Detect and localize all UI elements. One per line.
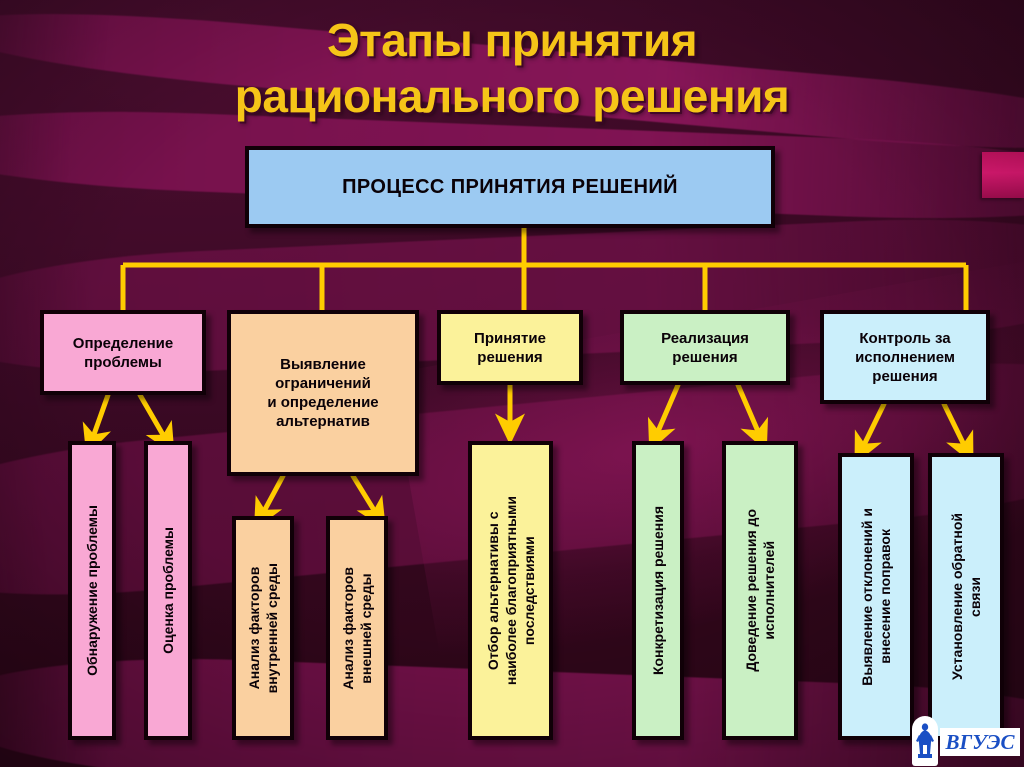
stage-box-decision-making[interactable]: Принятие решения [437, 310, 583, 385]
root-box-label: ПРОЦЕСС ПРИНЯТИЯ РЕШЕНИЙ [342, 175, 678, 198]
leaf-box-label: Отбор альтернативы с наиболее благоприят… [484, 495, 537, 686]
root-box-decision-process[interactable]: ПРОЦЕСС ПРИНЯТИЯ РЕШЕНИЙ [245, 146, 775, 228]
leaf-box-alternative-selection[interactable]: Отбор альтернативы с наиболее благоприят… [468, 441, 553, 740]
stage-box-problem-definition[interactable]: Определение проблемы [40, 310, 206, 395]
leaf-box-label: Доведение решения до исполнителей [743, 509, 777, 672]
leaf-box-decision-specification[interactable]: Конкретизация решения [632, 441, 684, 740]
university-logo: ВГУЭС [912, 716, 1020, 766]
statue-icon [916, 723, 934, 758]
leaf-box-label: Анализ факторов внешней среды [340, 566, 374, 690]
stage-box-label: Выявление ограничений и определение альт… [267, 356, 379, 430]
stage-box-constraints-alternatives[interactable]: Выявление ограничений и определение альт… [227, 310, 419, 476]
leaf-box-label: Обнаружение проблемы [84, 505, 100, 676]
stage-box-label: Реализация решения [661, 329, 749, 366]
leaf-box-label: Оценка проблемы [160, 527, 176, 654]
stage-box-execution-control[interactable]: Контроль за исполнением решения [820, 310, 990, 404]
leaf-box-label: Конкретизация решения [650, 505, 666, 676]
leaf-box-decision-communication[interactable]: Доведение решения до исполнителей [722, 441, 798, 740]
leaf-box-label: Выявление отклонений и внесение поправок [859, 507, 893, 686]
leaf-box-label: Анализ факторов внутренней среды [246, 562, 280, 694]
background-ribbon-accent [982, 152, 1024, 198]
leaf-box-problem-assessment[interactable]: Оценка проблемы [144, 441, 192, 740]
stage-box-label: Определение проблемы [72, 334, 174, 371]
slide-title-line2: рационального решения [234, 70, 790, 122]
leaf-box-deviation-detection[interactable]: Выявление отклонений и внесение поправок [838, 453, 914, 740]
leaf-box-feedback-establishment[interactable]: Установление обратной связи [928, 453, 1004, 740]
leaf-box-problem-detection[interactable]: Обнаружение проблемы [68, 441, 116, 740]
logo-wordmark: ВГУЭС [940, 728, 1020, 756]
slide-title: Этапы принятия рационального решения [0, 12, 1024, 124]
leaf-box-label: Установление обратной связи [949, 513, 983, 680]
stage-box-label: Контроль за исполнением решения [855, 329, 955, 385]
logo-emblem-icon [912, 716, 938, 766]
leaf-box-external-factors-analysis[interactable]: Анализ факторов внешней среды [326, 516, 388, 740]
slide-title-line1: Этапы принятия [326, 14, 698, 66]
leaf-box-internal-factors-analysis[interactable]: Анализ факторов внутренней среды [232, 516, 294, 740]
stage-box-decision-implementation[interactable]: Реализация решения [620, 310, 790, 385]
stage-box-label: Принятие решения [474, 329, 546, 366]
